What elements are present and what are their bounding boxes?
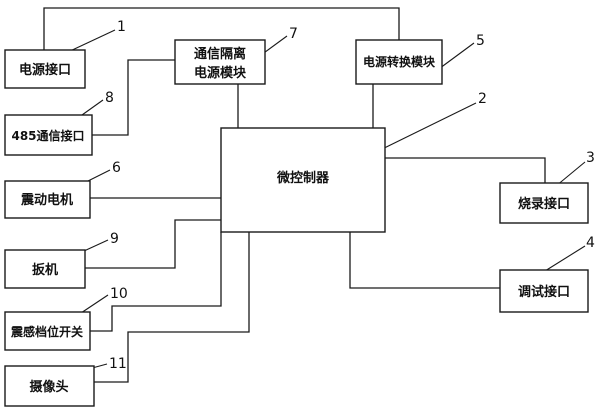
ref-1: 1 [117,19,126,35]
leader-4 [544,245,586,272]
rs485-port-box [4,114,93,156]
camera-box [4,365,95,407]
wire-power-port-to-converter [43,7,400,50]
flash-port-box [499,182,589,224]
vibration-switch-label: 震感档位开关 [11,324,83,339]
block-flash-port: 烧录接口 [499,182,589,224]
block-rs485-port: 485通信接口 [4,114,93,156]
leader-3 [555,161,586,187]
block-debug-port: 调试接口 [499,269,589,313]
ref-4: 4 [586,235,595,251]
isolated-power-label-line1: 通信隔离 [194,46,246,62]
wire-rs485-to-isolated [92,59,175,136]
flash-port-label: 烧录接口 [518,196,570,212]
block-trigger: 扳机 [4,249,86,289]
power-converter-box [355,39,443,85]
isolated-power-box [174,39,266,85]
block-vibration-switch: 震感档位开关 [4,311,91,351]
block-vibration-motor: 震动电机 [4,180,91,219]
block-camera: 摄像头 [4,365,95,407]
reference-numerals: 1 2 3 4 5 6 7 8 9 10 11 [105,19,595,372]
wire-trigger-to-mcu [85,219,221,269]
block-power-port: 电源接口 [4,49,86,89]
mcu-box [220,127,386,233]
vibration-switch-box [4,311,91,351]
wire-mcu-to-debug [349,230,500,289]
leader-1 [67,29,116,53]
block-mcu: 微控制器 [220,127,386,233]
ref-7: 7 [289,26,298,42]
connections [43,7,546,383]
ref-8: 8 [105,90,114,106]
ref-11: 11 [109,356,127,372]
mcu-label: 微控制器 [276,170,330,186]
trigger-box [4,249,86,289]
block-power-converter: 电源转换模块 [355,39,443,85]
trigger-label: 扳机 [32,262,58,278]
power-port-box [4,49,86,89]
camera-label: 摄像头 [29,379,68,395]
ref-2: 2 [478,91,487,107]
block-isolated-power: 通信隔离 电源模块 [174,39,266,85]
vibration-motor-label: 震动电机 [20,192,73,208]
power-converter-label: 电源转换模块 [363,54,436,69]
wire-mcu-to-flash [385,157,546,183]
ref-6: 6 [112,160,121,176]
debug-port-box [499,269,589,313]
leader-2 [369,102,477,156]
wire-camera-to-mcu [94,232,250,383]
ref-10: 10 [110,286,128,302]
rs485-port-label: 485通信接口 [11,128,84,143]
vibration-motor-box [4,180,91,219]
power-port-label: 电源接口 [19,62,71,78]
ref-5: 5 [476,33,485,49]
ref-3: 3 [586,150,595,166]
ref-9: 9 [110,231,119,247]
wire-switch-to-mcu [90,232,222,332]
isolated-power-label-line2: 电源模块 [194,65,247,81]
debug-port-label: 调试接口 [518,284,570,300]
